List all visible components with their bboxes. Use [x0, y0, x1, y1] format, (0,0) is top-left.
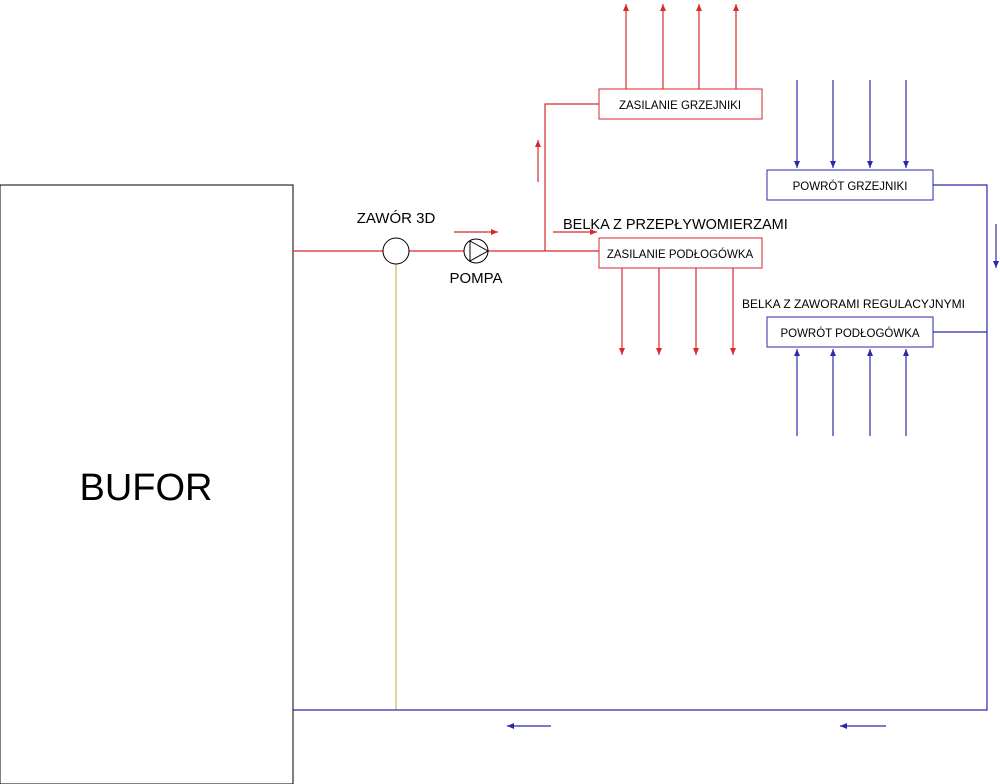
pump-triangle-shape — [469, 240, 490, 262]
pump-triangle-icon — [463, 238, 489, 264]
return-floor-box — [766, 316, 934, 348]
valve-label: ZAWÓR 3D — [357, 210, 436, 227]
supply-manifold-title: BELKA Z PRZEPŁYWOMIERZAMI — [563, 217, 788, 233]
buffer-tank — [0, 184, 294, 784]
supply-radiators-box — [598, 88, 763, 120]
return-radiators-label: POWRÓT GRZEJNIKI — [793, 180, 908, 193]
circle-valve-icon — [382, 237, 410, 265]
return-manifold-title: BELKA Z ZAWORAMI REGULACYJNYMI — [742, 297, 965, 311]
radiator-supply-outlets — [623, 4, 739, 89]
radiator-return-inlets — [794, 80, 909, 168]
floor-supply-outlets — [619, 268, 736, 355]
floor-return-inlets — [794, 349, 909, 436]
supply-radiators-label: ZASILANIE GRZEJNIKI — [619, 100, 741, 112]
return-collector-pipe — [293, 184, 988, 711]
supply-floor-box — [598, 237, 763, 269]
return-floor-label: POWRÓT PODŁOGÓWKA — [780, 327, 919, 340]
buffer-label: BUFOR — [80, 467, 213, 509]
pump-label: POMPA — [449, 270, 502, 287]
radiator-supply-riser — [544, 103, 599, 251]
supply-floor-label: ZASILANIE PODŁOGÓWKA — [607, 248, 754, 261]
